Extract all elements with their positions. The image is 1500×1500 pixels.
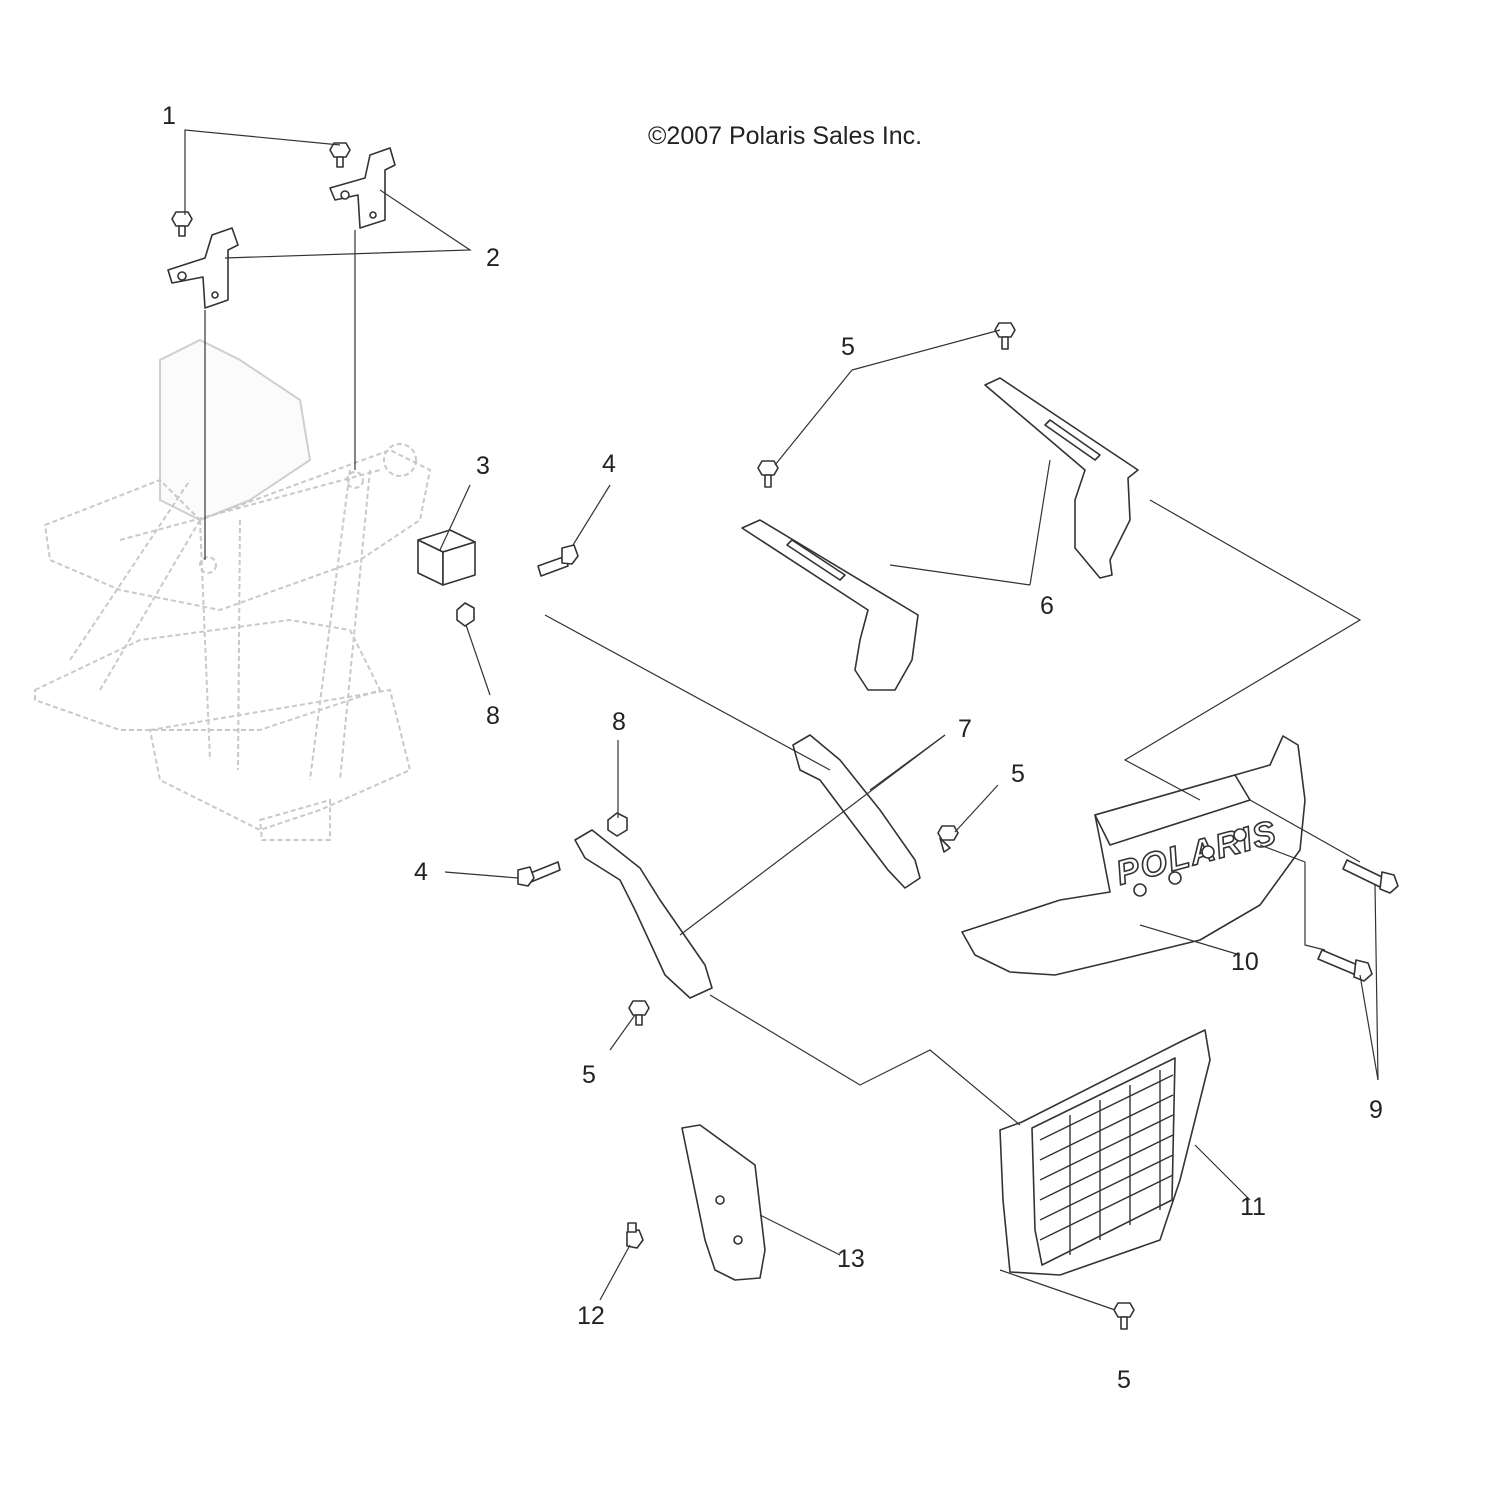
arm-part-7 <box>574 734 921 999</box>
callout-3: 3 <box>476 452 490 480</box>
callout-5-bottom: 5 <box>1117 1366 1131 1394</box>
screw-part-5 <box>628 322 1135 1330</box>
callout-2: 2 <box>486 244 500 272</box>
callout-13: 13 <box>837 1245 865 1273</box>
callout-8-right: 8 <box>612 708 626 736</box>
grille-part-11 <box>999 1029 1211 1276</box>
callout-4-lower: 4 <box>414 858 428 886</box>
copyright-notice: ©2007 Polaris Sales Inc. <box>648 122 923 150</box>
screw-part-1 <box>171 142 351 237</box>
callout-12: 12 <box>577 1302 605 1330</box>
callout-8-left: 8 <box>486 702 500 730</box>
callout-6: 6 <box>1040 592 1054 620</box>
bolt-part-9 <box>1317 859 1399 982</box>
nut-part-8 <box>456 602 628 837</box>
callout-4-upper: 4 <box>602 450 616 478</box>
vehicle-frame <box>34 338 432 841</box>
plate-part-13 <box>681 1124 766 1281</box>
screw-part-12 <box>626 1222 644 1249</box>
callout-10: 10 <box>1231 948 1259 976</box>
callout-11: 11 <box>1240 1193 1266 1221</box>
callout-7: 7 <box>958 715 972 743</box>
support-part-6 <box>741 377 1139 691</box>
bumper-part-10: POLARIS <box>961 735 1306 976</box>
grille-mesh <box>1039 1070 1174 1255</box>
callout-5-mid: 5 <box>1011 760 1025 788</box>
block-part-3 <box>417 529 476 586</box>
bolt-part-4 <box>517 544 579 887</box>
leader-lines <box>184 129 1379 1311</box>
bracket-part-2 <box>167 147 396 309</box>
callout-numbers: 1 2 3 4 4 5 5 5 5 6 7 8 8 9 10 11 12 13 <box>162 102 1383 1394</box>
callout-9: 9 <box>1369 1096 1383 1124</box>
callout-5-top: 5 <box>841 333 855 361</box>
callout-1: 1 <box>162 102 176 130</box>
callout-5-left: 5 <box>582 1061 596 1089</box>
